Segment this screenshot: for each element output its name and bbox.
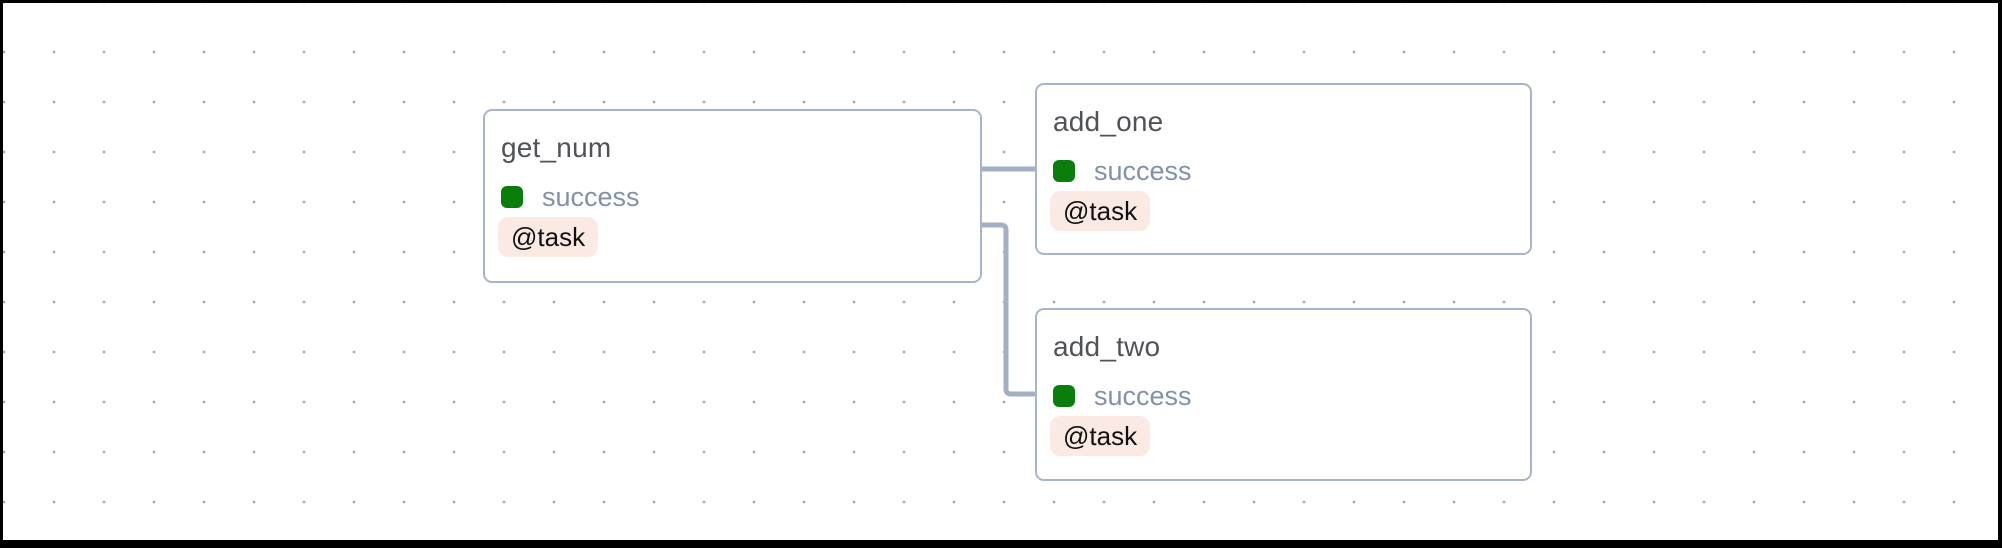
- status-label: success: [542, 182, 640, 212]
- status-row: success: [1053, 381, 1514, 411]
- status-label: success: [1094, 381, 1192, 411]
- task-node-add_one[interactable]: add_one success @task: [1035, 83, 1532, 255]
- status-label: success: [1094, 156, 1192, 186]
- success-status-icon: [501, 186, 523, 208]
- status-row: success: [501, 182, 964, 212]
- success-status-icon: [1053, 160, 1075, 182]
- task-name: add_two: [1053, 331, 1161, 362]
- edge-layer: [979, 166, 1037, 397]
- task-node-add_two[interactable]: add_two success @task: [1035, 308, 1532, 481]
- task-name: get_num: [501, 132, 612, 163]
- success-status-icon: [1053, 385, 1075, 407]
- task-decorator-badge: @task: [1050, 416, 1151, 456]
- edge-get_num-add_two: [979, 222, 1037, 397]
- status-row: success: [1053, 156, 1514, 186]
- task-decorator-badge: @task: [1050, 191, 1151, 231]
- task-decorator-badge: @task: [498, 217, 599, 257]
- task-node-get_num[interactable]: get_num success @task: [483, 109, 982, 283]
- task-name: add_one: [1053, 106, 1164, 137]
